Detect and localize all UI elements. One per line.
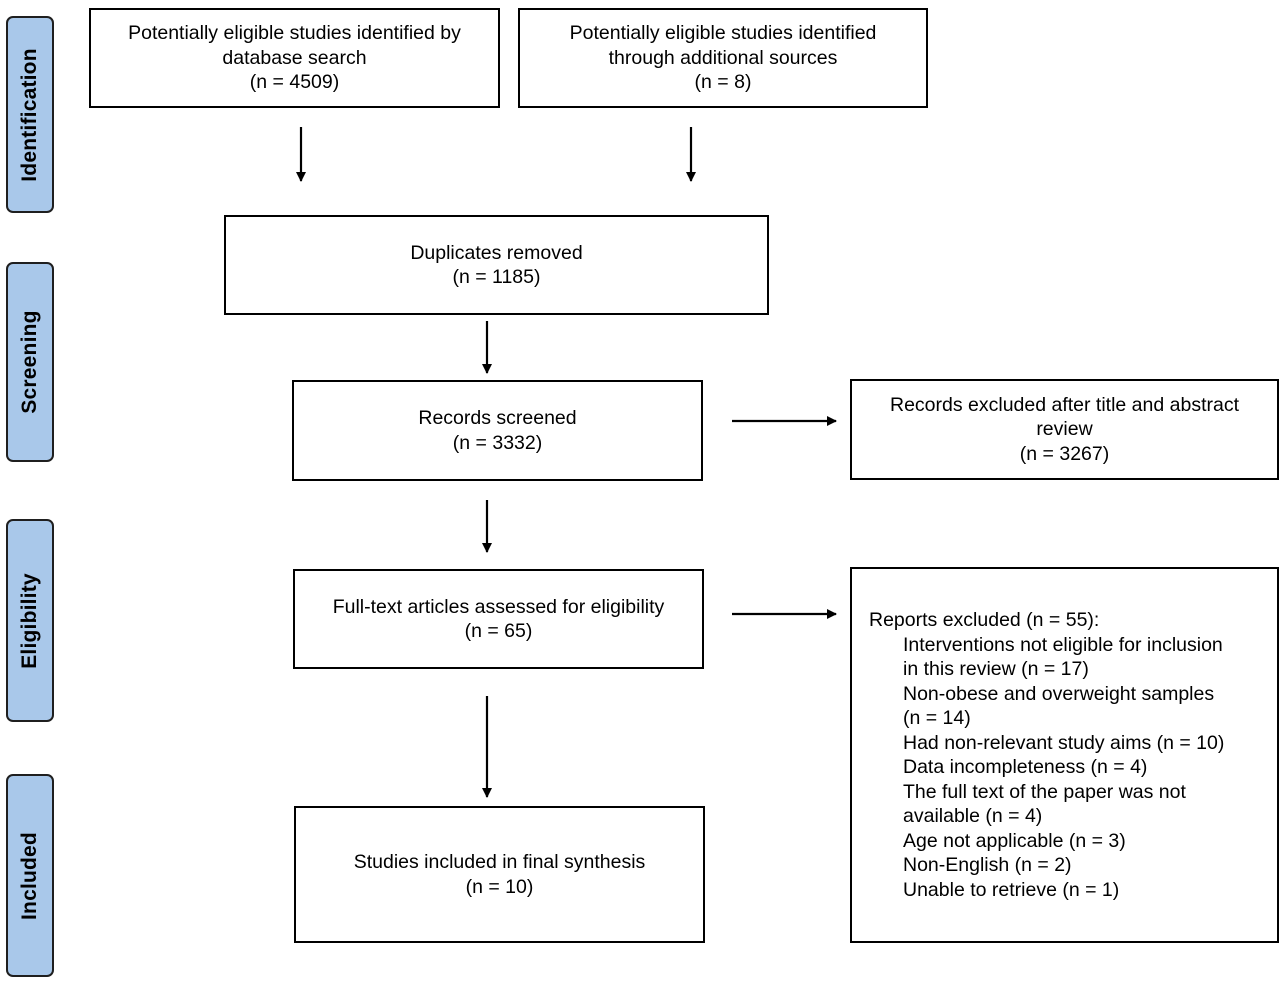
reports-excluded-item: Had non-relevant study aims (n = 10) bbox=[903, 731, 1225, 754]
additional-sources-count: (n = 8) bbox=[694, 71, 752, 94]
records-excluded-count: (n = 3267) bbox=[1019, 442, 1110, 465]
reports-excluded-heading: Reports excluded (n = 55): bbox=[869, 609, 1100, 631]
database-search-text-2: database search bbox=[222, 46, 367, 69]
studies-included-text: Studies included in final synthesis bbox=[353, 851, 646, 873]
reports-excluded-item: Interventions not eligible for inclusion bbox=[903, 633, 1223, 656]
reports-excluded-item: Unable to retrieve (n = 1) bbox=[903, 878, 1120, 901]
stage-identification: Identification bbox=[6, 16, 54, 213]
database-search-text-1: Potentially eligible studies identified … bbox=[128, 22, 461, 45]
records-excluded-box: Records excluded after title and abstrac… bbox=[850, 379, 1279, 480]
reports-excluded-item: Non-English (n = 2) bbox=[903, 854, 1072, 876]
stage-screening: Screening bbox=[6, 262, 54, 462]
reports-excluded-item: in this review (n = 17) bbox=[903, 658, 1089, 680]
records-excluded-text-2: review bbox=[1036, 418, 1093, 441]
records-screened-count: (n = 3332) bbox=[452, 431, 543, 454]
duplicates-removed-text: Duplicates removed bbox=[410, 241, 583, 264]
fulltext-assessed-box: Full-text articles assessed for eligibil… bbox=[293, 569, 704, 669]
duplicates-removed-box: Duplicates removed (n = 1185) bbox=[224, 215, 769, 315]
additional-sources-text-2: through additional sources bbox=[608, 46, 838, 69]
database-search-box: Potentially eligible studies identified … bbox=[89, 8, 500, 108]
reports-excluded-item: Non-obese and overweight samples bbox=[903, 682, 1215, 705]
reports-excluded-item: The full text of the paper was not bbox=[903, 780, 1186, 803]
records-screened-box: Records screened (n = 3332) bbox=[292, 380, 703, 481]
duplicates-removed-count: (n = 1185) bbox=[452, 266, 541, 288]
reports-excluded-item: available (n = 4) bbox=[903, 805, 1043, 827]
reports-excluded-item: Data incompleteness (n = 4) bbox=[903, 756, 1148, 778]
records-excluded-text-1: Records excluded after title and abstrac… bbox=[889, 393, 1240, 416]
stage-eligibility: Eligibility bbox=[6, 519, 54, 722]
stage-included: Included bbox=[6, 774, 54, 977]
fulltext-assessed-count: (n = 65) bbox=[464, 620, 533, 642]
additional-sources-text-1: Potentially eligible studies identified bbox=[569, 22, 877, 45]
fulltext-assessed-text: Full-text articles assessed for eligibil… bbox=[332, 595, 665, 618]
reports-excluded-item: (n = 14) bbox=[903, 707, 971, 729]
database-search-count: (n = 4509) bbox=[249, 71, 340, 94]
reports-excluded-box: Reports excluded (n = 55): Interventions… bbox=[850, 567, 1279, 943]
reports-excluded-list: Interventions not eligible for inclusion… bbox=[869, 633, 1224, 903]
records-screened-text: Records screened bbox=[418, 407, 577, 429]
studies-included-box: Studies included in final synthesis (n =… bbox=[294, 806, 705, 943]
reports-excluded-item: Age not applicable (n = 3) bbox=[903, 829, 1126, 852]
studies-included-count: (n = 10) bbox=[465, 875, 534, 898]
additional-sources-box: Potentially eligible studies identified … bbox=[518, 8, 928, 108]
